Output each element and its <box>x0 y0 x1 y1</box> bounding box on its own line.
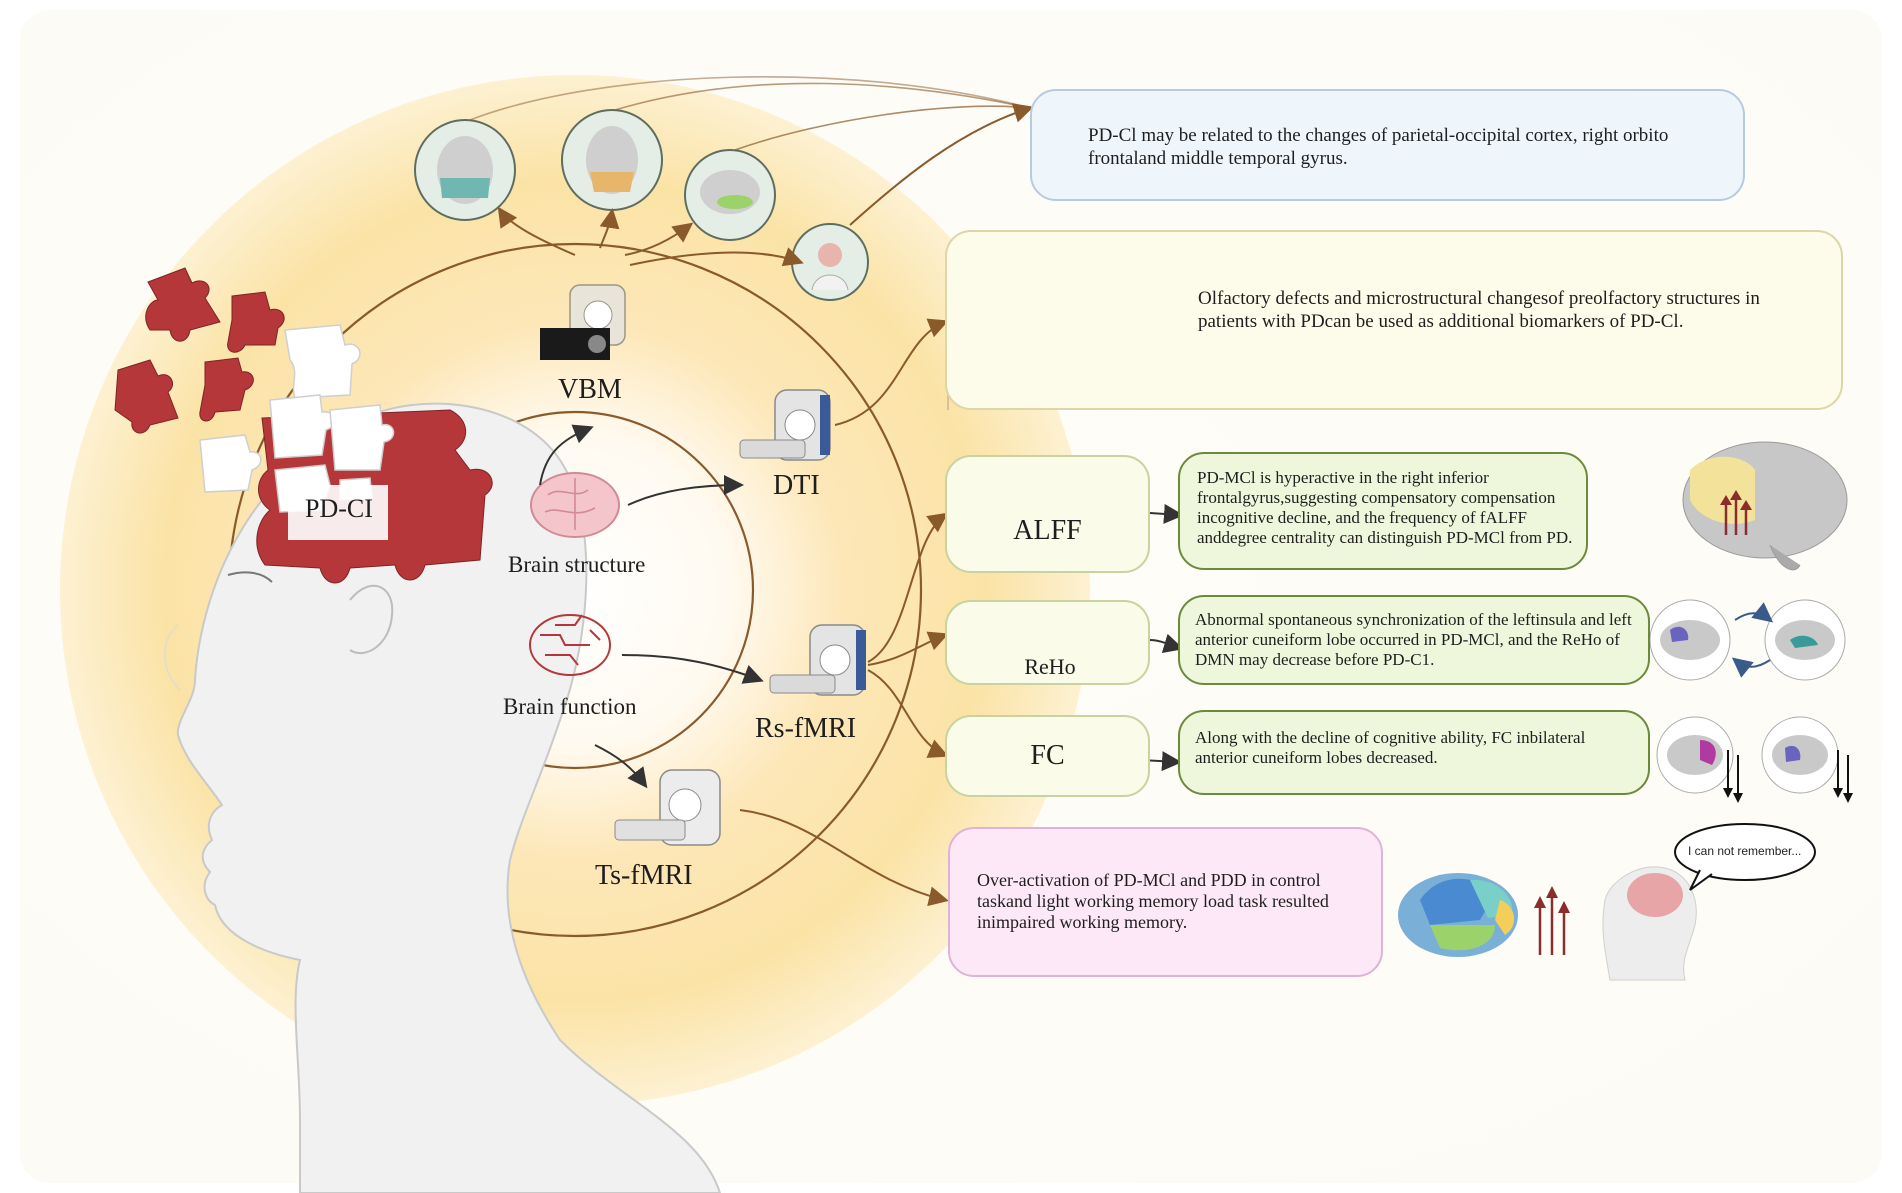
method-label-fc: FC <box>1030 740 1065 771</box>
modality-label-rs-fmri: Rs-fMRI <box>755 713 857 744</box>
arrow-reho-finding <box>1149 633 1184 653</box>
speech-bubble-text: I can not remember... <box>1688 844 1802 858</box>
puzzle-label-bg <box>288 485 388 540</box>
finding-text-vbm: PD-Cl may be related to the changes of p… <box>1088 125 1669 169</box>
method-box-fc[interactable] <box>945 715 1150 797</box>
finding-box-dti <box>945 230 1843 410</box>
finding-box-reho <box>1178 595 1650 685</box>
arrow-to-tsfmri <box>594 744 648 789</box>
mri-scanner-icon <box>540 284 866 846</box>
finding-box-alff <box>1178 452 1588 570</box>
method-label-alff: ALFF <box>1013 515 1082 546</box>
finding-box-tsfmri <box>948 827 1383 977</box>
finding-text-dti: Olfactory defects and microstructural ch… <box>1198 288 1760 332</box>
brain-function-label: Brain function <box>503 694 637 719</box>
arrow-ts-finding <box>739 809 949 907</box>
colorful-brain-icon <box>1398 873 1570 957</box>
modality-label-vbm: VBM <box>558 374 622 405</box>
method-box-reho[interactable] <box>945 600 1150 685</box>
finding-box-vbm <box>1030 89 1745 201</box>
arrow-rs-fc <box>867 669 949 758</box>
arrow-to-dti <box>627 475 744 506</box>
modality-label-ts-fmri: Ts-fMRI <box>595 860 693 891</box>
arrow-to-rsfmri <box>621 654 764 684</box>
link-circle2 <box>614 82 1031 111</box>
finding-box-fc <box>1178 710 1650 795</box>
reho-brain-icons <box>1649 599 1846 681</box>
finding-text-reho: Abnormal spontaneous synchronization of … <box>1195 610 1632 669</box>
link-circle3 <box>734 105 1031 151</box>
thinking-head-icon <box>1602 823 1816 981</box>
arrow-rs-reho <box>867 631 949 666</box>
arrow-rs-alff <box>867 512 949 663</box>
arrow-vbm-circle1 <box>497 206 576 256</box>
arrow-vbm-circle2 <box>599 208 620 249</box>
circuit-brain-icon <box>529 614 611 676</box>
link-circle4 <box>849 103 1034 226</box>
arrow-vbm-circle3 <box>624 222 694 256</box>
brain-lobes-icon <box>1682 441 1848 571</box>
finding-text-tsfmri: Over-activation of PD-MCl and PDD in con… <box>977 870 1329 932</box>
arrow-to-vbm <box>539 424 594 486</box>
link-circle1 <box>469 76 1031 121</box>
modality-label-dti: DTI <box>773 470 820 501</box>
arrow-vbm-circle4 <box>629 247 804 267</box>
finding-text-alff: PD-MCl is hyperactive in the right infer… <box>1197 468 1573 547</box>
brain-view-circles <box>414 109 869 301</box>
finding-text-fc: Along with the decline of cognitive abil… <box>1195 728 1586 767</box>
fc-brain-icons <box>1656 716 1853 803</box>
puzzle-label: PD-CI <box>305 494 373 523</box>
arrow-dti-finding <box>834 318 949 426</box>
method-label-reho: ReHo <box>1024 654 1076 679</box>
brain-structure-label: Brain structure <box>508 552 646 577</box>
arrow-alff-finding <box>1149 503 1184 524</box>
brain-icon <box>530 472 620 538</box>
method-box-alff[interactable] <box>945 455 1150 573</box>
